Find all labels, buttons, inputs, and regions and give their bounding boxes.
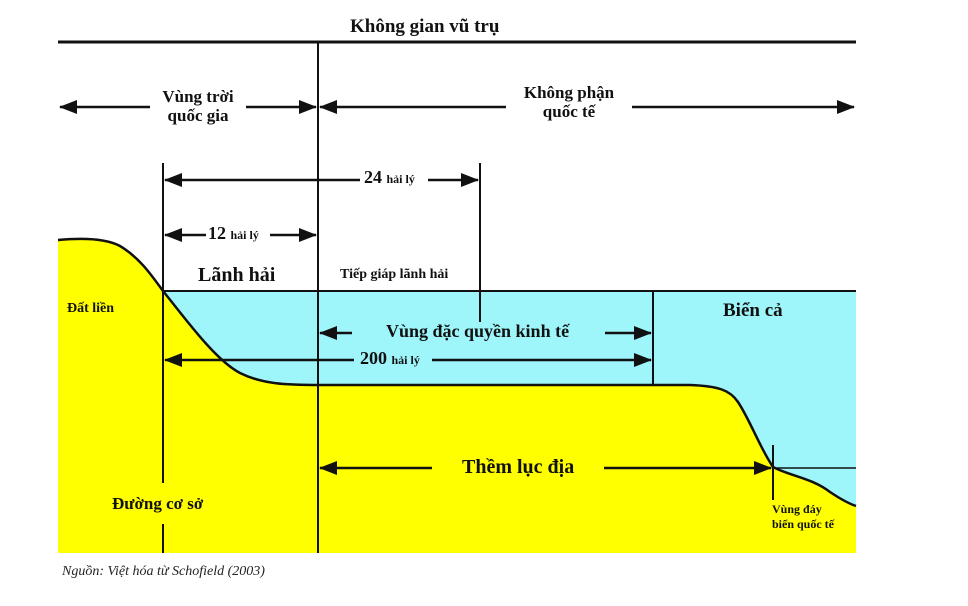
title-outer-space: Không gian vũ trụ <box>350 16 500 37</box>
label-12nm-value: 12 <box>208 223 226 243</box>
label-seabed: Vùng đáy biển quốc tế <box>772 502 838 532</box>
label-12nm: 12 hải lý <box>208 223 259 244</box>
label-200nm-unit: hải lý <box>391 353 420 367</box>
label-national-airspace: Vùng trời quốc gia <box>150 87 246 125</box>
label-intl-airspace: Không phận quốc tế <box>506 83 632 121</box>
label-national-airspace-l1: Vùng trời <box>162 87 234 106</box>
label-200nm: 200 hải lý <box>360 348 420 369</box>
coastline <box>57 237 857 508</box>
label-24nm-unit: hải lý <box>386 172 415 186</box>
label-land: Đất liền <box>67 301 115 316</box>
label-contiguous-zone: Tiếp giáp lãnh hải <box>340 267 449 282</box>
label-eez: Vùng đặc quyền kinh tế <box>386 321 570 341</box>
label-high-seas: Biển cả <box>723 300 783 321</box>
label-territorial-sea: Lãnh hải <box>198 264 276 286</box>
label-24nm: 24 hải lý <box>364 167 415 188</box>
label-seabed-l1: Vùng đáy <box>772 502 822 516</box>
label-200nm-value: 200 <box>360 348 387 368</box>
label-12nm-unit: hải lý <box>230 228 259 242</box>
land-profile <box>58 238 856 553</box>
label-national-airspace-l2: quốc gia <box>167 105 229 125</box>
label-intl-airspace-l2: quốc tế <box>542 101 596 121</box>
label-continental-shelf: Thềm lục địa <box>462 456 575 478</box>
label-intl-airspace-l1: Không phận <box>523 83 615 102</box>
label-baseline: Đường cơ sở <box>112 494 204 513</box>
label-seabed-l2: biển quốc tế <box>772 517 835 531</box>
label-24nm-value: 24 <box>364 167 382 187</box>
source-caption: Nguồn: Việt hóa từ Schofield (2003) <box>62 564 265 579</box>
